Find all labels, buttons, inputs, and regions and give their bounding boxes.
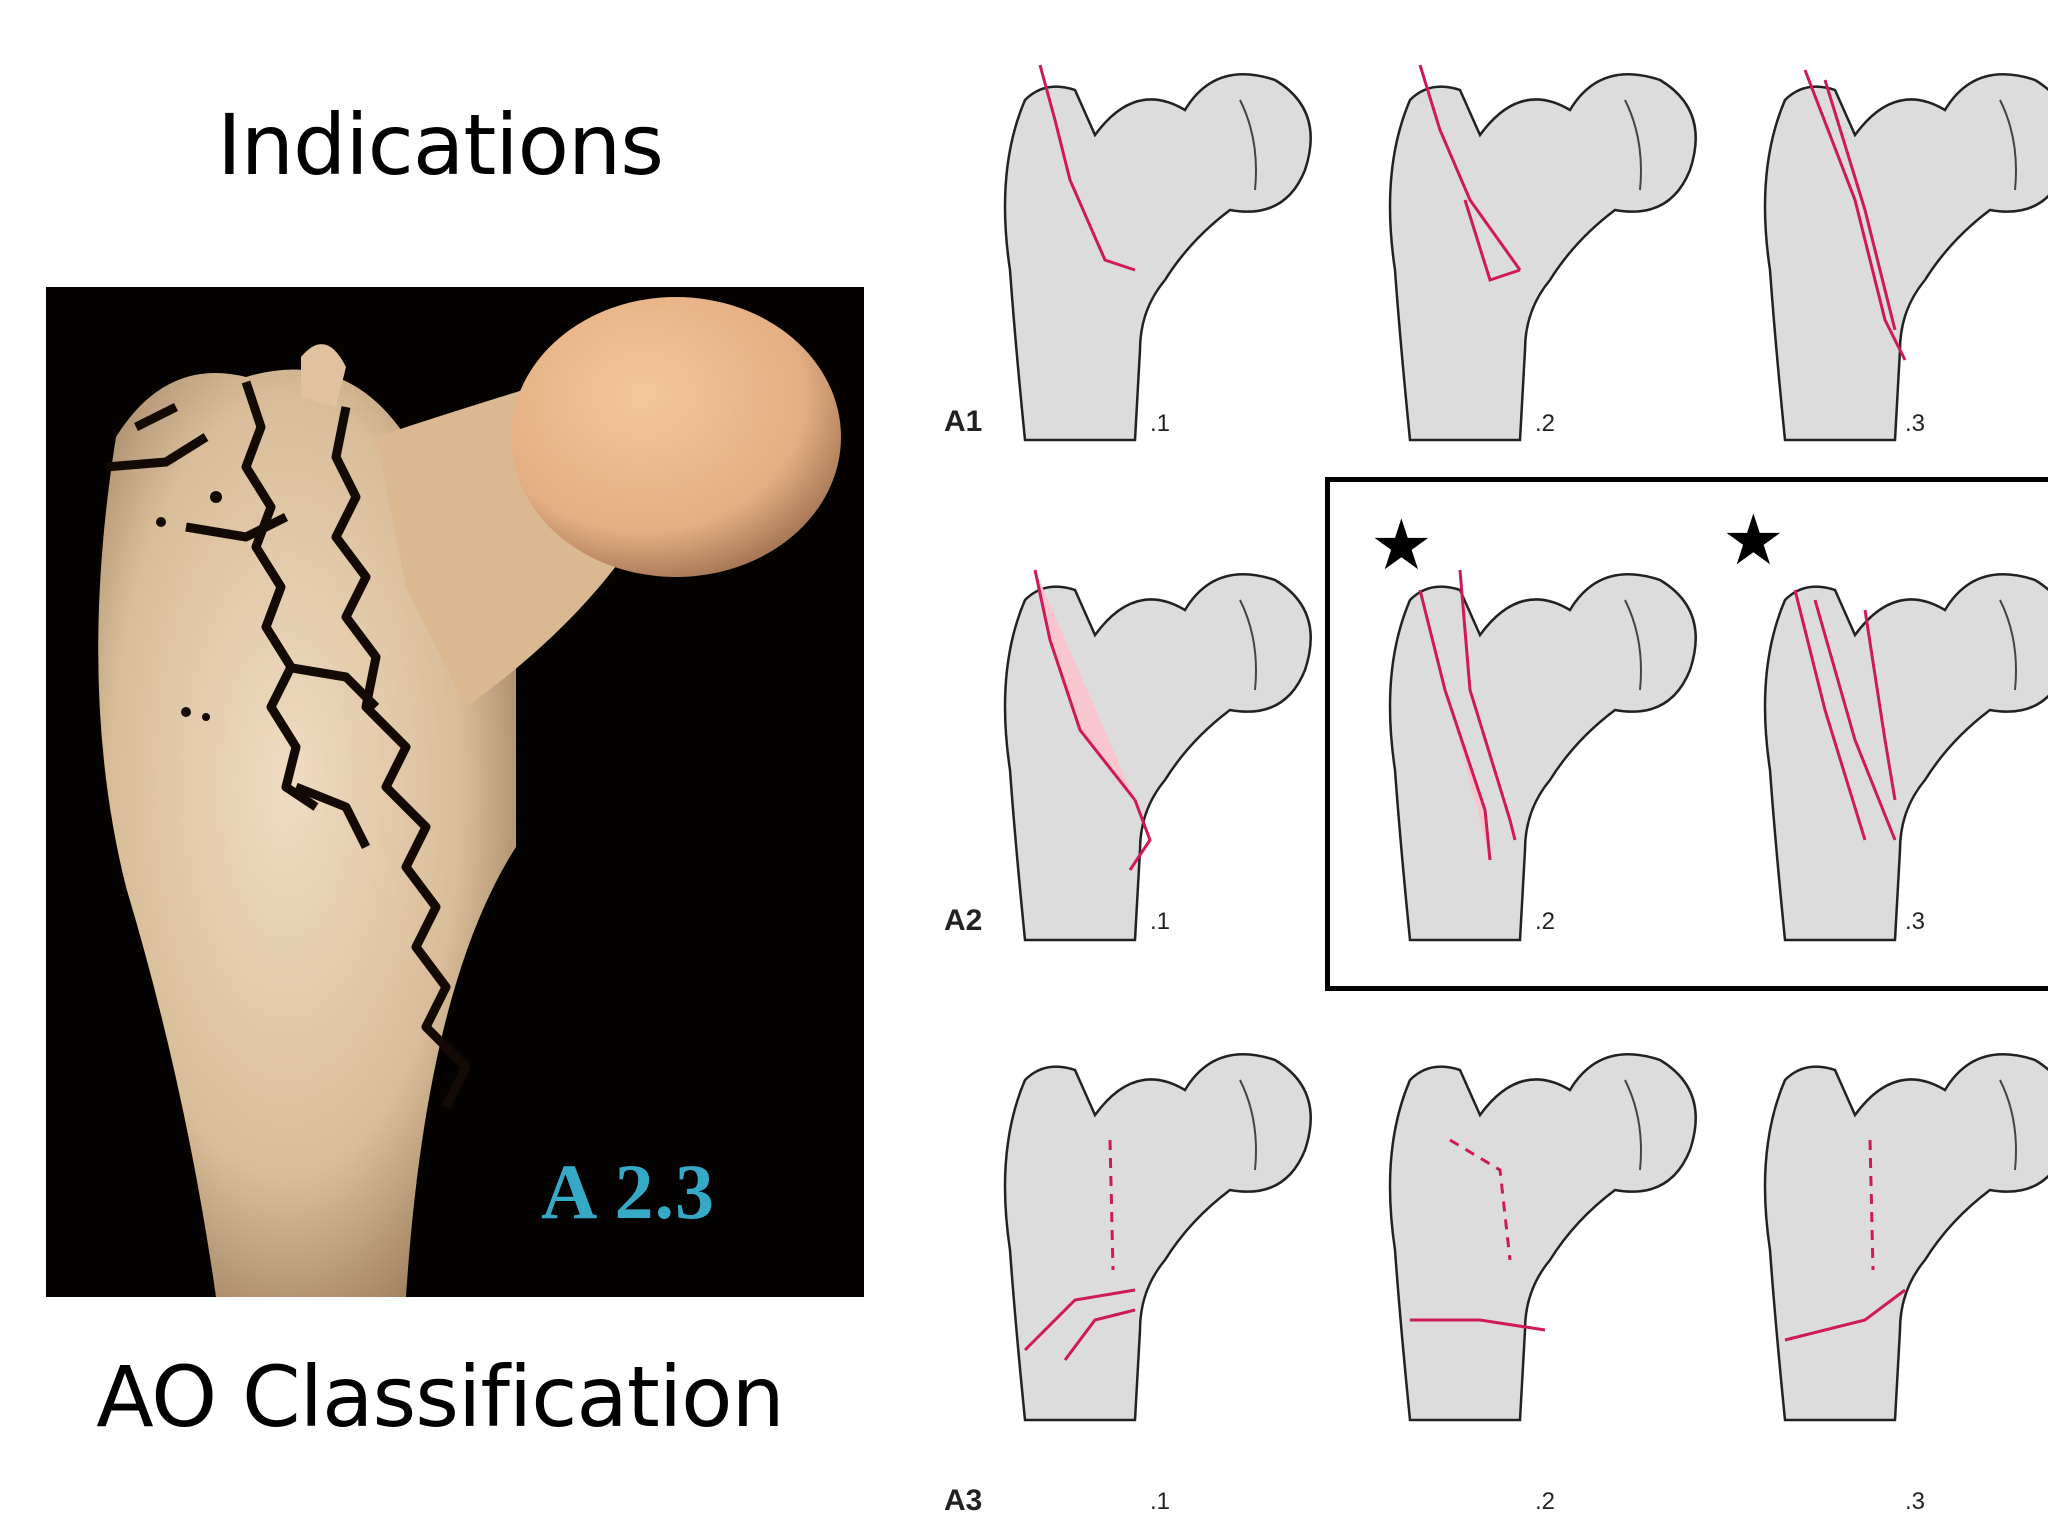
fracture-line: [1040, 65, 1135, 270]
femur-photo-drawing: [46, 287, 864, 1297]
fracture-line: [1025, 1290, 1135, 1350]
femur-outline: [1765, 74, 2048, 440]
sub-label: .1: [1150, 410, 1170, 438]
femur-diagram: [1390, 1054, 1696, 1420]
femur-outline: [1765, 1054, 2048, 1420]
fracture-line: [1785, 1290, 1905, 1340]
sub-label: .2: [1535, 410, 1555, 438]
head-contour: [1625, 1080, 1641, 1170]
fracture-line: [1420, 65, 1520, 270]
head-contour: [1625, 100, 1641, 190]
fracture-line: [1035, 570, 1135, 800]
sub-label: .1: [1150, 1488, 1170, 1516]
sub-label: .3: [1905, 410, 1925, 438]
femur-outline: [1390, 74, 1696, 440]
femur-diagram: [1765, 1054, 2048, 1420]
sub-label: .1: [1150, 908, 1170, 936]
row-label-a3: A3: [944, 1484, 982, 1518]
fracture-line: [1065, 1310, 1135, 1360]
fracture-line: [1465, 200, 1520, 280]
sub-label: .3: [1905, 908, 1925, 936]
page-title: Indications: [0, 96, 880, 194]
femur-outline: [1005, 574, 1311, 940]
femur-diagram: [1765, 70, 2048, 440]
dashed-contour: [1450, 1140, 1510, 1260]
femur-diagram: [1005, 65, 1311, 440]
fracture-line: [1825, 80, 1895, 330]
fracture-line: [1805, 70, 1905, 360]
sub-label: .2: [1535, 1488, 1555, 1516]
fracture-line: [1410, 1320, 1545, 1330]
star-icon: ★: [1370, 510, 1433, 580]
femur-outline: [1005, 74, 1311, 440]
highlight-box: [1325, 477, 2048, 991]
head-contour: [1240, 1080, 1256, 1170]
dashed-contour: [1110, 1140, 1113, 1270]
femur-diagram: [1390, 65, 1696, 440]
row-label-a2: A2: [944, 904, 982, 938]
femur-outline: [1005, 1054, 1311, 1420]
femur-diagram: [1005, 570, 1311, 940]
classification-badge: A 2.3: [541, 1147, 715, 1237]
star-icon: ★: [1722, 505, 1785, 575]
head-contour: [1240, 100, 1256, 190]
head-contour: [1240, 600, 1256, 690]
femur-photo: A 2.3: [46, 287, 864, 1297]
row-label-a1: A1: [944, 405, 982, 439]
caption: AO Classification: [0, 1348, 880, 1446]
head-contour: [2000, 1080, 2016, 1170]
head-contour: [2000, 100, 2016, 190]
sub-label: .2: [1535, 908, 1555, 936]
femur-outline: [1390, 1054, 1696, 1420]
fracture-line: [1130, 800, 1150, 870]
femur-diagram: [1005, 1054, 1311, 1420]
sub-label: .3: [1905, 1488, 1925, 1516]
dashed-contour: [1870, 1140, 1873, 1270]
